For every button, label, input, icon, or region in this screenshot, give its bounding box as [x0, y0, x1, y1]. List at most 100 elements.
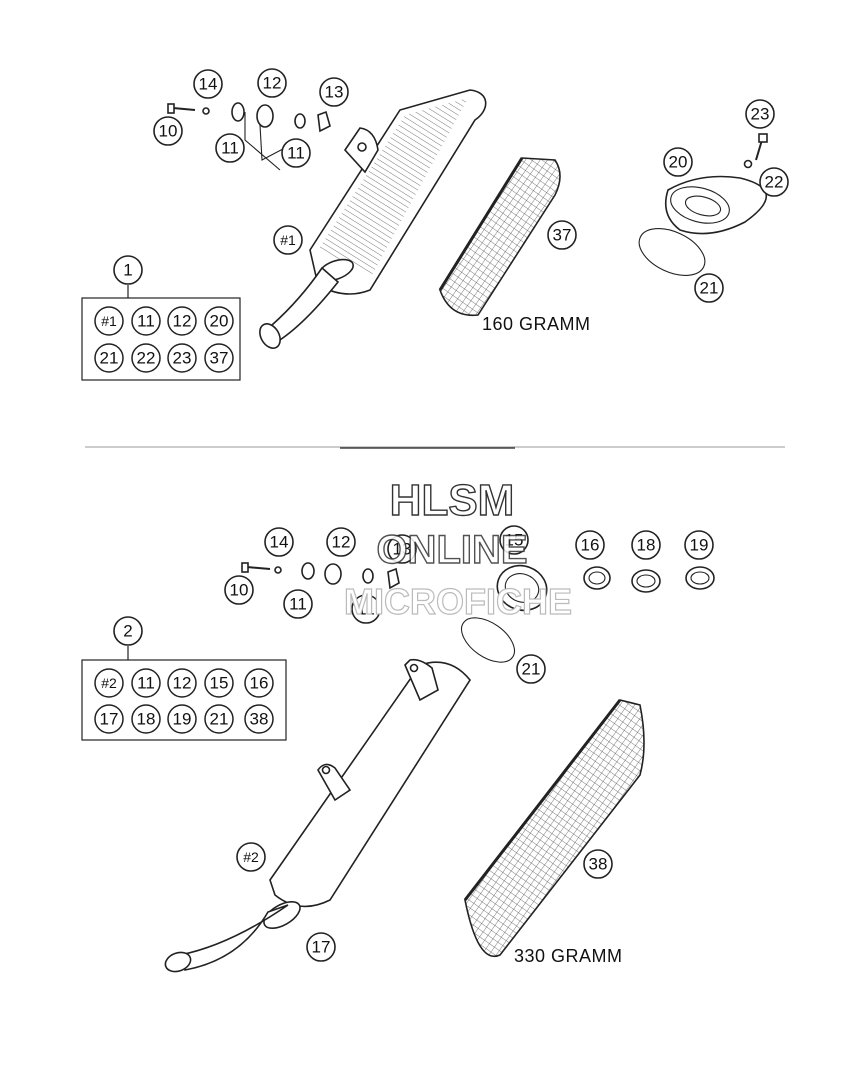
callout-top-12: 12	[257, 68, 287, 98]
bottom-silencer-2	[164, 658, 471, 973]
top-bushing-12	[256, 104, 274, 128]
bottom-washer-14	[274, 566, 282, 574]
top-washer-14	[202, 107, 210, 115]
svg-text:22: 22	[137, 349, 156, 368]
callout-top-22: 22	[759, 167, 789, 197]
svg-text:12: 12	[173, 312, 192, 331]
svg-text:20: 20	[210, 312, 229, 331]
svg-text:13: 13	[325, 83, 344, 102]
callout-bottom-17: 17	[306, 932, 336, 962]
svg-text:38: 38	[250, 710, 269, 729]
bottom-kit-label-callout: 2	[113, 616, 143, 646]
svg-text:#2: #2	[243, 849, 259, 865]
top-silencer-1	[259, 89, 487, 349]
svg-text:11: 11	[357, 600, 375, 619]
top-kit-item: 20	[204, 306, 234, 336]
bottom-o-ring-21	[461, 617, 515, 663]
top-grommet-11a	[231, 102, 245, 122]
svg-text:2: 2	[123, 622, 132, 641]
callout-top-11b: 11	[281, 138, 311, 168]
top-grommet-11b	[294, 113, 306, 129]
callout-bottom-19: 19	[684, 530, 714, 560]
callout-bottom-12: 12	[326, 527, 356, 557]
bottom-grommet-11b	[362, 568, 374, 584]
svg-text:12: 12	[173, 674, 192, 693]
bottom-kit-items: #2 11 12 15 16 17 18 19 21 38	[94, 668, 274, 734]
svg-text:20: 20	[669, 153, 688, 172]
svg-text:22: 22	[765, 173, 784, 192]
svg-text:14: 14	[270, 533, 289, 552]
top-nut-13	[317, 110, 331, 133]
svg-text:21: 21	[100, 349, 119, 368]
svg-text:11: 11	[287, 144, 305, 163]
bottom-end-cap-15	[496, 564, 548, 612]
bottom-kit-item: 11	[131, 668, 161, 698]
top-kit-item: 23	[167, 343, 197, 373]
bottom-ring-16	[583, 566, 611, 590]
callout-top-11a: 11	[215, 133, 245, 163]
svg-text:#1: #1	[101, 313, 117, 329]
svg-text:11: 11	[137, 312, 155, 331]
svg-text:10: 10	[159, 122, 178, 141]
bottom-kit-item: 16	[244, 668, 274, 698]
bottom-assembly	[81, 562, 715, 973]
top-weight-label: 160 GRAMM	[482, 314, 591, 334]
callout-top-13: 13	[319, 77, 349, 107]
bottom-grommet-11a	[301, 562, 315, 580]
bottom-kit-item: 19	[167, 704, 197, 734]
svg-text:17: 17	[312, 938, 331, 957]
callout-top-14: 14	[193, 69, 223, 99]
svg-text:12: 12	[263, 74, 282, 93]
svg-text:18: 18	[137, 710, 156, 729]
callout-bottom-14: 14	[264, 527, 294, 557]
top-end-cap-20	[664, 175, 768, 235]
bottom-ring-18	[631, 569, 661, 593]
bottom-bolt-10	[241, 562, 271, 573]
svg-text:37: 37	[553, 226, 572, 245]
svg-text:11: 11	[221, 139, 239, 158]
callout-bottom-38: 38	[583, 849, 613, 879]
svg-text:23: 23	[751, 105, 770, 124]
svg-text:16: 16	[250, 674, 269, 693]
top-kit-item: 21	[94, 343, 124, 373]
bottom-weight-label: 330 GRAMM	[514, 946, 623, 966]
svg-text:17: 17	[100, 710, 119, 729]
svg-text:21: 21	[522, 660, 541, 679]
top-bolt-10	[167, 103, 196, 114]
bottom-kit-item: 17	[94, 704, 124, 734]
top-kit-items: #1 11 12 20 21 22 23 37	[94, 306, 234, 373]
svg-text:#1: #1	[280, 232, 296, 248]
bottom-insert-38	[463, 699, 645, 958]
top-bolt-23	[755, 133, 768, 161]
top-kit-box	[81, 297, 241, 381]
bottom-bushing-12	[324, 563, 342, 585]
callout-bottom-15: 15	[499, 525, 529, 555]
svg-text:14: 14	[199, 75, 218, 94]
callout-bottom-11b: 11	[351, 594, 381, 624]
svg-text:13: 13	[393, 540, 412, 559]
top-assembly	[81, 89, 768, 381]
svg-text:19: 19	[173, 710, 192, 729]
top-kit-item: #1	[94, 306, 124, 336]
callout-top-silencer: #1	[273, 225, 303, 255]
top-insert-37	[438, 157, 561, 317]
svg-text:18: 18	[637, 536, 656, 555]
callout-bottom-16: 16	[575, 530, 605, 560]
callout-bottom-18: 18	[631, 530, 661, 560]
callout-top-10: 10	[153, 116, 183, 146]
svg-text:1: 1	[123, 261, 132, 280]
callout-bottom-21: 21	[516, 654, 546, 684]
bottom-kit-item: #2	[94, 668, 124, 698]
top-kit-item: 11	[131, 306, 161, 336]
svg-text:11: 11	[289, 595, 307, 614]
bottom-ring-19	[685, 566, 715, 590]
top-o-ring-21	[638, 228, 706, 276]
callout-top-23: 23	[745, 99, 775, 129]
watermark: HLSM ONLINE MICROFICHE	[343, 475, 572, 622]
callout-bottom-11a: 11	[283, 589, 313, 619]
bottom-kit-box	[81, 659, 287, 741]
watermark-line1: HLSM	[390, 476, 515, 525]
callout-top-21: 21	[694, 273, 724, 303]
bottom-kit-item: 18	[131, 704, 161, 734]
